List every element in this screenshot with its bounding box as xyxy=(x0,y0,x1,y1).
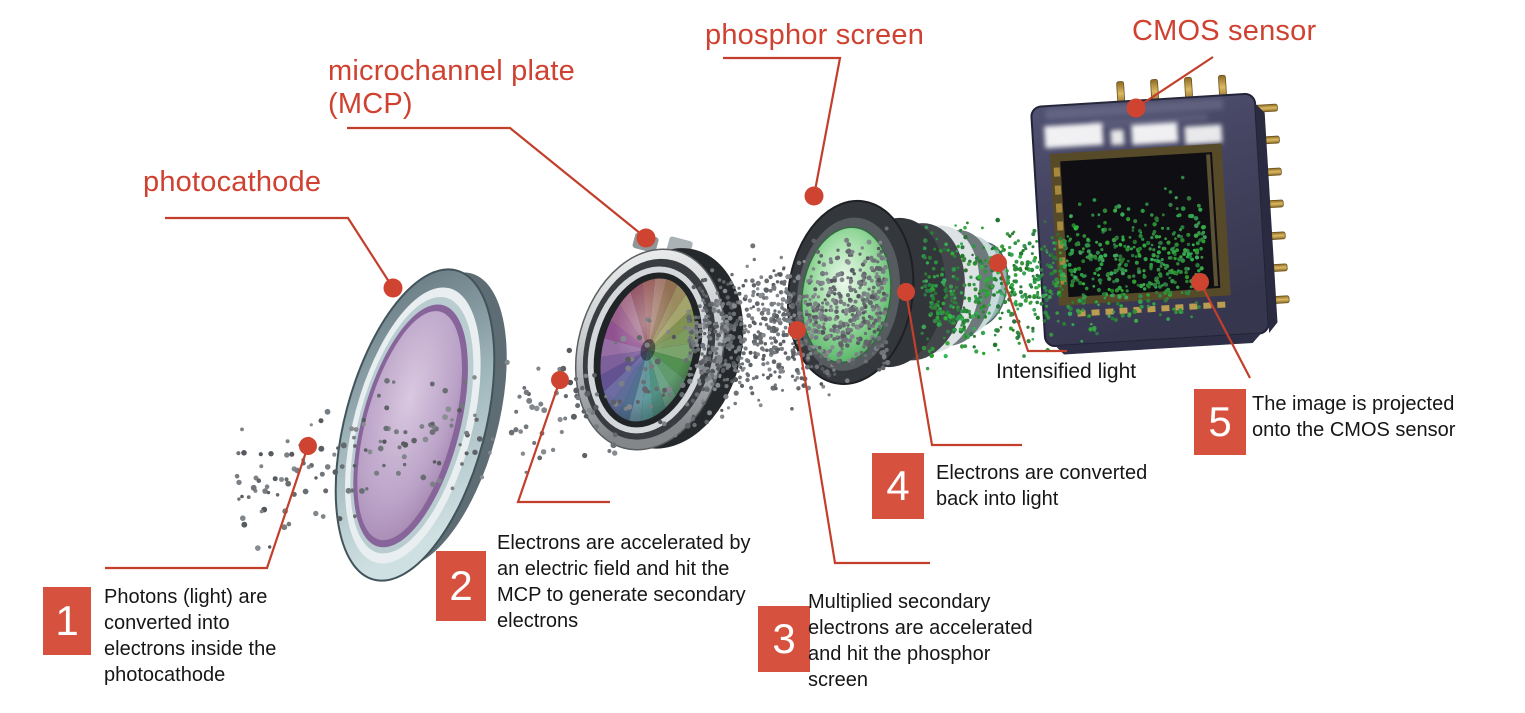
leader-step1 xyxy=(105,445,310,570)
chip-censored-text xyxy=(1044,122,1223,149)
leader-step2 xyxy=(516,379,610,504)
leader-dots xyxy=(299,98,1209,455)
label-phosphor-screen: phosphor screen xyxy=(705,19,925,51)
step-3-text: Multiplied secondary electrons are accel… xyxy=(808,591,1033,691)
step-2-badge: 2 xyxy=(436,551,486,621)
label-mcp-line2: (MCP) xyxy=(328,88,413,121)
step-5-text: The image is projected onto the CMOS sen… xyxy=(1252,393,1456,441)
step-4-text: Electrons are converted back into light xyxy=(936,462,1148,510)
step-5-badge: 5 xyxy=(1194,389,1246,455)
step-2-text: Electrons are accelerated by an electric… xyxy=(497,532,751,632)
label-cmos-sensor: CMOS sensor xyxy=(1132,15,1317,47)
leader-cmos xyxy=(1135,56,1214,109)
label-photocathode: photocathode xyxy=(143,166,322,198)
label-intensified-light: Intensified light xyxy=(996,360,1137,383)
leader-phosphor xyxy=(723,56,842,197)
leader-step4 xyxy=(904,291,1022,447)
mcp-component xyxy=(574,232,744,451)
leader-lines xyxy=(105,56,1251,570)
step-1-text: Photons (light) are converted into elect… xyxy=(104,586,277,686)
leader-step5 xyxy=(1199,281,1251,379)
step-3-badge: 3 xyxy=(758,606,810,672)
label-mcp: microchannel plate (MCP) xyxy=(328,55,598,122)
electron-particles xyxy=(234,317,710,551)
leader-step3 xyxy=(795,329,930,565)
step-4-badge: 4 xyxy=(872,453,924,519)
label-mcp-line1: microchannel plate xyxy=(328,55,576,87)
leader-photocathode xyxy=(165,216,394,289)
leader-intensified xyxy=(996,262,1067,353)
step-1-badge: 1 xyxy=(43,587,91,655)
photocathode-component xyxy=(334,268,507,582)
leader-mcp xyxy=(347,126,647,239)
